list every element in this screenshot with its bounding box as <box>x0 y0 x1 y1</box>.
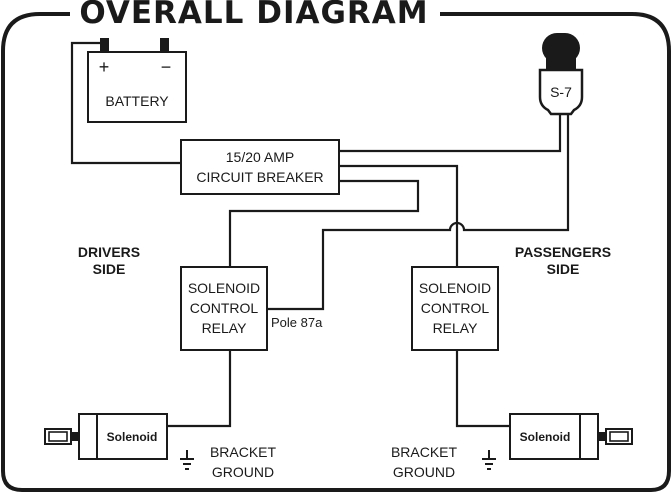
passengers-relay-line1: SOLENOID <box>419 280 491 296</box>
passengers-solenoid-plunger-inner <box>609 431 629 442</box>
drivers-solenoid-plunger-tip <box>71 432 79 441</box>
drivers-ground <box>180 450 194 470</box>
drivers-side-label-line1: DRIVERS <box>78 244 140 260</box>
wire-drivers-relay-to-solenoid <box>167 350 232 428</box>
drivers-solenoid-plunger-inner <box>48 431 68 442</box>
drivers-ground-line2: GROUND <box>212 464 274 480</box>
circuit-breaker-rating: 15/20 AMP <box>226 149 295 165</box>
passengers-ground-line1: BRACKET <box>391 444 458 460</box>
circuit-breaker-label: CIRCUIT BREAKER <box>196 169 323 185</box>
wire-passengers-relay-to-solenoid <box>455 350 510 428</box>
battery: + − BATTERY <box>87 38 187 123</box>
passengers-side-label-line2: SIDE <box>547 261 580 277</box>
drivers-ground-line1: BRACKET <box>210 444 277 460</box>
diagram-title: OVERALL DIAGRAM <box>79 0 428 31</box>
switch-body <box>538 68 584 116</box>
battery-label: BATTERY <box>105 93 169 109</box>
switch-collar <box>546 58 576 70</box>
drivers-solenoid-label: Solenoid <box>107 430 158 444</box>
drivers-relay-line2: CONTROL <box>190 300 259 316</box>
drivers-relay: SOLENOID CONTROL RELAY <box>180 266 268 351</box>
diagram-frame <box>1 12 671 492</box>
passengers-relay-box <box>411 266 499 351</box>
wire-breaker-to-switch <box>339 112 562 153</box>
passengers-solenoid-box <box>509 413 581 460</box>
switch-label: S-7 <box>550 84 572 100</box>
passengers-solenoid: Solenoid <box>509 413 633 460</box>
battery-terminal-negative <box>160 38 169 52</box>
drivers-relay-line1: SOLENOID <box>188 280 260 296</box>
drivers-solenoid-box <box>96 413 168 460</box>
wire-breaker-to-drivers-relay <box>228 179 420 267</box>
passengers-relay-line3: RELAY <box>433 320 479 336</box>
passengers-solenoid-body <box>579 413 599 460</box>
drivers-relay-box <box>180 266 268 351</box>
drivers-solenoid-body <box>78 413 98 460</box>
wire-battery-to-breaker <box>70 41 181 165</box>
circuit-breaker: 15/20 AMP CIRCUIT BREAKER <box>180 139 340 195</box>
pole-87a-label: Pole 87a <box>271 315 323 330</box>
switch-knob <box>542 33 580 63</box>
passengers-solenoid-plunger-tip <box>598 432 606 441</box>
battery-box <box>87 51 187 123</box>
drivers-side-label-line2: SIDE <box>93 261 126 277</box>
battery-negative-sign: − <box>161 57 172 77</box>
drivers-relay-line3: RELAY <box>202 320 248 336</box>
passengers-relay: SOLENOID CONTROL RELAY <box>411 266 499 351</box>
passengers-ground <box>482 450 496 470</box>
passengers-ground-line2: GROUND <box>393 464 455 480</box>
passengers-relay-line2: CONTROL <box>421 300 490 316</box>
wire-breaker-to-passengers-relay <box>339 164 459 267</box>
passengers-solenoid-label: Solenoid <box>520 430 571 444</box>
battery-terminal-positive <box>100 38 109 52</box>
circuit-breaker-box <box>180 139 340 195</box>
switch-s7: S-7 <box>538 33 584 116</box>
drivers-solenoid: Solenoid <box>44 413 168 460</box>
passengers-side-label-line1: PASSENGERS <box>515 244 611 260</box>
battery-positive-sign: + <box>99 57 110 77</box>
